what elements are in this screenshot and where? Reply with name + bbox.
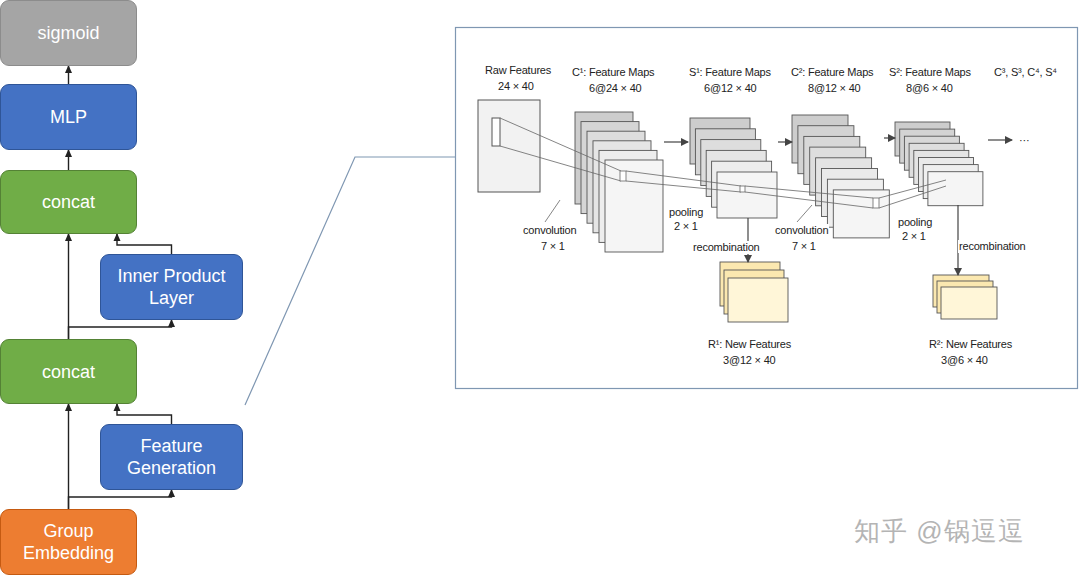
node-text: MLP xyxy=(50,106,87,128)
input-box: Group Embedding xyxy=(0,509,137,575)
s2-maps xyxy=(895,122,983,206)
watermark: 知乎 @锅逗逗 xyxy=(853,516,1026,546)
connector xyxy=(69,490,172,509)
annotation-label: convolution xyxy=(522,224,577,237)
connector xyxy=(68,404,69,509)
raw-feature-map xyxy=(478,100,540,192)
annotation-label: 8@12 × 40 xyxy=(807,82,862,95)
flow-arrows xyxy=(664,138,1012,275)
node-text: concat xyxy=(42,191,95,213)
node-text: Group Embedding xyxy=(7,520,130,564)
annotation-label: C²: Feature Maps xyxy=(790,66,874,79)
node-text: concat xyxy=(42,361,95,383)
concat-box: concat xyxy=(0,339,137,404)
annotation-label: Raw Features xyxy=(484,64,552,77)
connector xyxy=(68,234,69,339)
output-box: sigmoid xyxy=(0,0,137,66)
c1-maps xyxy=(575,112,663,252)
s1-maps xyxy=(690,118,777,218)
annotation-label: C³, S³, C⁴, S⁴ xyxy=(993,66,1058,79)
annotation-label: 7 × 1 xyxy=(791,240,817,253)
connector xyxy=(117,404,172,424)
annotation-label: 2 × 1 xyxy=(673,220,699,233)
annotation-label: R¹: New Features xyxy=(707,338,792,351)
annotation-label: 3@6 × 40 xyxy=(940,354,989,367)
annotation-label: R²: New Features xyxy=(928,338,1013,351)
connector xyxy=(68,150,69,170)
annotation-label: 3@12 × 40 xyxy=(722,354,777,367)
connector xyxy=(69,320,172,339)
node-text: sigmoid xyxy=(37,22,99,44)
kernel xyxy=(492,118,500,146)
process-box: MLP xyxy=(0,84,137,150)
annotation-label: 2 × 1 xyxy=(901,230,927,243)
projection-lines xyxy=(500,118,946,222)
annotation-label: convolution xyxy=(774,224,829,237)
annotation-label: 24 × 40 xyxy=(497,80,535,93)
annotation-label: 6@12 × 40 xyxy=(703,82,758,95)
annotation-label: S¹: Feature Maps xyxy=(688,66,772,79)
process-box: Inner Product Layer xyxy=(100,254,243,320)
annotation-label: 6@24 × 40 xyxy=(588,82,643,95)
node-text: Feature Generation xyxy=(107,435,236,479)
annotation-label: S²: Feature Maps xyxy=(888,66,972,79)
node-text: Inner Product Layer xyxy=(107,265,236,309)
zoom-leader xyxy=(245,157,455,405)
connector xyxy=(117,234,172,254)
process-box: Feature Generation xyxy=(100,424,243,490)
r1-maps xyxy=(720,262,788,322)
annotation-label: recombination xyxy=(958,240,1027,253)
annotation-label: recombination xyxy=(692,241,761,254)
annotation-label: 7 × 1 xyxy=(540,240,566,253)
annotation-label: C¹: Feature Maps xyxy=(571,66,655,79)
annotation-label: 8@6 × 40 xyxy=(905,82,954,95)
annotation-label: pooling xyxy=(668,206,704,219)
connector xyxy=(68,66,69,84)
annotation-label: pooling xyxy=(897,216,933,229)
detail-panel xyxy=(456,28,1078,389)
c2-maps xyxy=(792,115,889,238)
r2-maps xyxy=(933,275,997,319)
concat-box: concat xyxy=(0,170,137,234)
annotation-label: ··· xyxy=(1018,134,1030,147)
